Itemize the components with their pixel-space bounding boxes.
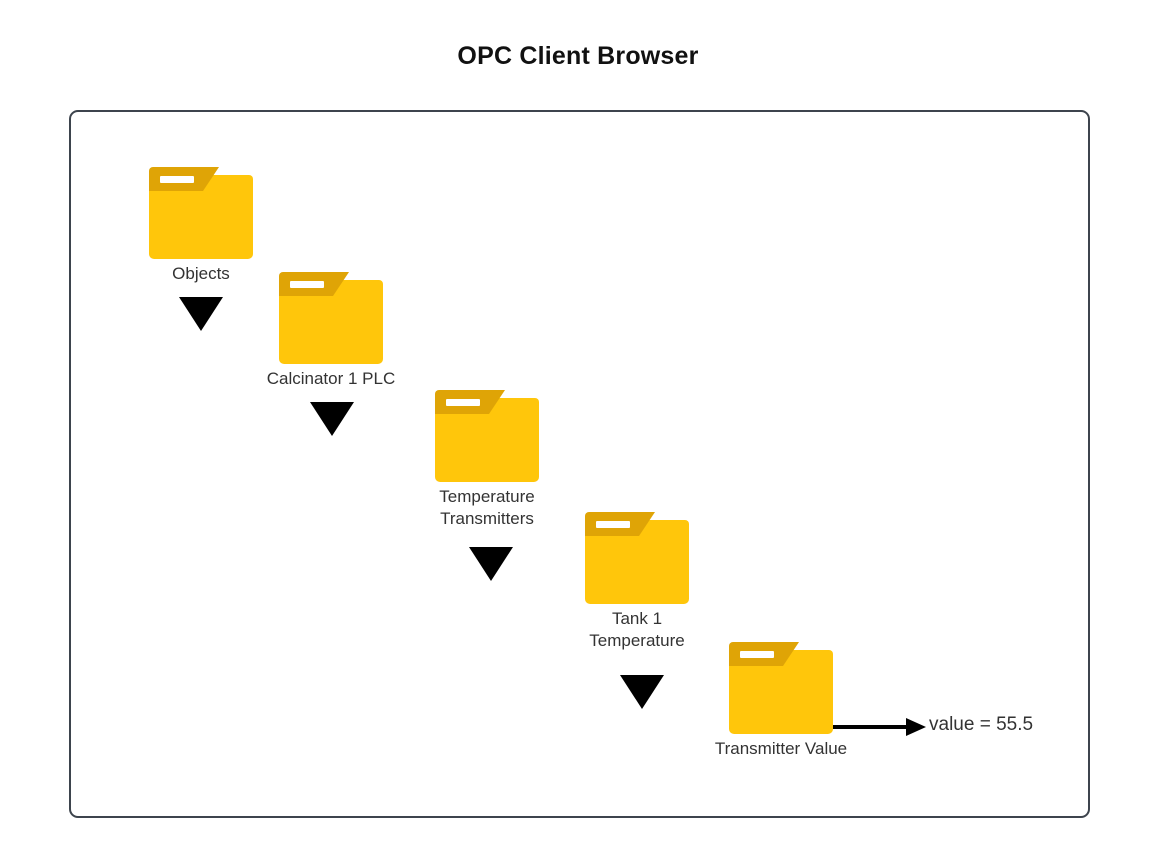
- arrow-head: [906, 718, 926, 736]
- folder-tab-stripe: [160, 176, 194, 183]
- folder-icon: [279, 272, 383, 364]
- folder-tab-stripe: [446, 399, 480, 406]
- node-calcinator-1-plc[interactable]: Calcinator 1 PLC: [267, 272, 395, 388]
- node-transmitter-value[interactable]: Transmitter Value: [715, 642, 847, 758]
- folder-icon: [435, 390, 539, 482]
- folder-tab-stripe: [740, 651, 774, 658]
- node-label-transmitter-value: Transmitter Value: [714, 739, 848, 758]
- node-label-calcinator-1-plc: Calcinator 1 PLC: [266, 369, 396, 388]
- value-readout-text: value = 55.5: [929, 714, 1034, 735]
- triangle-down-icon-plc-to-transmitters: [310, 402, 354, 436]
- page-title: OPC Client Browser: [457, 42, 699, 70]
- diagram-canvas: Objects Calcinator 1 PLC Temperature Tra…: [69, 110, 1090, 818]
- folder-tab-stripe: [290, 281, 324, 288]
- node-label-temperature-transmitters: Temperature Transmitters: [439, 487, 535, 528]
- node-temperature-transmitters[interactable]: Temperature Transmitters: [435, 390, 539, 528]
- node-tank-1-temperature[interactable]: Tank 1 Temperature: [585, 512, 689, 650]
- folder-icon: [729, 642, 833, 734]
- folder-icon: [585, 512, 689, 604]
- triangle-down-icon-objects-to-plc: [179, 297, 223, 331]
- node-label-objects: Objects: [172, 264, 230, 283]
- arrow-line: [833, 725, 906, 729]
- triangle-down-icon-transmitters-to-tank: [469, 547, 513, 581]
- node-label-tank-1-temperature: Tank 1 Temperature: [589, 609, 685, 650]
- folder-icon: [149, 167, 253, 259]
- node-objects[interactable]: Objects: [149, 167, 253, 283]
- folder-tab-stripe: [596, 521, 630, 528]
- triangle-down-icon-tank-to-value: [620, 675, 664, 709]
